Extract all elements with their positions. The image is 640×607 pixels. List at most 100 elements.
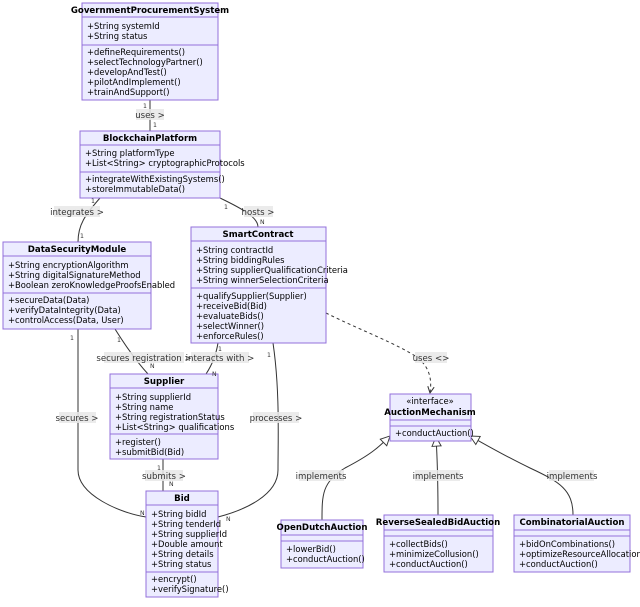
class-name: Supplier (144, 377, 185, 387)
class-method: +selectWinner() (196, 321, 264, 331)
class-bid[interactable]: Bid +String bidId +String tenderId +Stri… (145, 490, 229, 598)
class-name: BlockchainPlatform (103, 134, 197, 144)
class-name: ReverseSealedBidAuction (376, 518, 500, 528)
class-method: +conductAuction() (519, 559, 598, 569)
class-name: CombinatorialAuction (519, 518, 624, 528)
class-name: OpenDutchAuction (277, 523, 368, 533)
class-attribute: +String encryptionAlgorithm (8, 260, 129, 270)
implements-ca-label: implements (547, 470, 598, 482)
class-method: +storeImmutableData() (85, 184, 185, 194)
class-auction-mechanism[interactable]: «interface» AuctionMechanism +conductAuc… (384, 393, 476, 442)
secures-label: secures > (56, 412, 99, 424)
svg-text:uses <>: uses <> (413, 354, 450, 364)
class-method: +enforceRules() (196, 331, 264, 341)
secures-registration-edge (114, 328, 149, 375)
uses-auction-edge (325, 312, 431, 393)
class-method: +trainAndSupport() (87, 87, 170, 97)
secures-registration-from-mult: 1 (117, 337, 121, 344)
class-attribute: +String biddingRules (196, 255, 285, 265)
class-stereotype: «interface» (406, 396, 454, 406)
class-method: +developAndTest() (87, 67, 167, 77)
relation-labels: uses > integrates > hosts > secures regi… (50, 109, 598, 482)
class-attribute: +List<String> cryptographicProtocols (85, 158, 245, 168)
hosts-to-mult: N (260, 219, 265, 226)
class-smart-contract[interactable]: SmartContract +String contractId +String… (190, 226, 348, 344)
integrates-label: integrates > (50, 206, 104, 218)
class-method: +pilotAndImplement() (87, 77, 181, 87)
svg-text:submits >: submits > (142, 472, 186, 482)
class-combinatorial-auction[interactable]: CombinatorialAuction +bidOnCombinations(… (513, 514, 640, 573)
class-method: +verifySignature() (151, 584, 229, 594)
class-method: +integrateWithExistingSystems() (85, 174, 225, 184)
class-method: +minimizeCollusion() (389, 549, 479, 559)
class-open-dutch-auction[interactable]: OpenDutchAuction +lowerBid() +conductAuc… (277, 519, 368, 569)
hosts-label: hosts > (242, 206, 275, 218)
svg-text:secures >: secures > (56, 414, 99, 424)
class-attribute: +String platformType (85, 148, 175, 158)
class-attribute: +String digitalSignatureMethod (8, 270, 141, 280)
svg-text:hosts >: hosts > (242, 208, 275, 218)
class-government-procurement-system[interactable]: GovernmentProcurementSystem +String syst… (71, 2, 229, 101)
class-attribute: +String name (115, 402, 173, 412)
class-method: +qualifySupplier(Supplier) (196, 291, 307, 301)
uses-label: uses > (135, 109, 165, 121)
class-name: AuctionMechanism (384, 408, 476, 418)
class-method: +defineRequirements() (87, 47, 185, 57)
class-method: +submitBid(Bid) (115, 447, 184, 457)
secures-registration-to-mult: N (150, 363, 155, 370)
class-supplier[interactable]: Supplier +String supplierId +String name… (109, 373, 234, 460)
class-attribute: +String winnerSelectionCriteria (196, 275, 329, 285)
class-attribute: +String details (151, 549, 214, 559)
class-method: +verifyDataIntegrity(Data) (8, 305, 121, 315)
svg-text:implements: implements (547, 472, 598, 482)
interacts-with-to-mult: N (212, 371, 217, 378)
uses-to-mult: 1 (153, 122, 157, 129)
submits-from-mult: 1 (157, 465, 161, 472)
class-blockchain-platform[interactable]: BlockchainPlatform +String platformType … (79, 130, 245, 199)
class-attribute: +String supplierQualificationCriteria (196, 265, 348, 275)
class-method: +conductAuction() (286, 554, 365, 564)
svg-text:processes >: processes > (250, 414, 303, 424)
class-attribute: +Boolean zeroKnowledgeProofsEnabled (8, 280, 175, 290)
class-method: +selectTechnologyPartner() (87, 57, 203, 67)
class-attribute: +String supplierId (115, 392, 191, 402)
class-method: +controlAccess(Data, User) (8, 315, 124, 325)
class-data-security-module[interactable]: DataSecurityModule +String encryptionAlg… (2, 241, 175, 330)
class-name: DataSecurityModule (28, 245, 127, 255)
submits-to-mult: N (169, 481, 174, 488)
secures-to-mult: N (140, 510, 145, 517)
class-attribute: +Double amount (151, 539, 223, 549)
class-method: +collectBids() (389, 539, 448, 549)
class-reverse-sealed-bid-auction[interactable]: ReverseSealedBidAuction +collectBids() +… (376, 514, 500, 573)
class-method: +conductAuction() (389, 559, 468, 569)
interacts-with-label: interacts with > (186, 352, 255, 364)
processes-label: processes > (250, 412, 303, 424)
submits-label: submits > (142, 470, 186, 482)
hosts-from-mult: 1 (224, 204, 228, 211)
svg-text:integrates >: integrates > (50, 208, 104, 218)
class-attribute: +String contractId (196, 245, 273, 255)
secures-from-mult: 1 (70, 335, 74, 342)
class-method: +lowerBid() (286, 544, 336, 554)
implements-oda-label: implements (296, 470, 347, 482)
class-name: Bid (174, 494, 190, 504)
svg-text:implements: implements (413, 472, 464, 482)
svg-text:interacts with >: interacts with > (186, 354, 255, 364)
class-method: +conductAuction() (395, 428, 474, 438)
class-attribute: +String bidId (151, 509, 206, 519)
uses-auction-label: uses <> (413, 352, 450, 364)
uses-from-mult: 1 (143, 103, 147, 110)
svg-text:implements: implements (296, 472, 347, 482)
multiplicities: 1 1 1 1 1 N 1 N 1 N 1 N 1 N 1 N (70, 103, 271, 523)
class-attribute: +List<String> qualifications (115, 422, 234, 432)
class-attribute: +String tenderId (151, 519, 221, 529)
class-method: +receiveBid(Bid) (196, 301, 267, 311)
class-method: +encrypt() (151, 574, 197, 584)
processes-from-mult: 1 (267, 352, 271, 359)
class-attribute: +String systemId (87, 21, 160, 31)
class-method: +evaluateBids() (196, 311, 264, 321)
integrates-to-mult: 1 (80, 233, 84, 240)
svg-text:uses >: uses > (135, 111, 165, 121)
secures-registration-label: secures registration > (96, 352, 192, 364)
